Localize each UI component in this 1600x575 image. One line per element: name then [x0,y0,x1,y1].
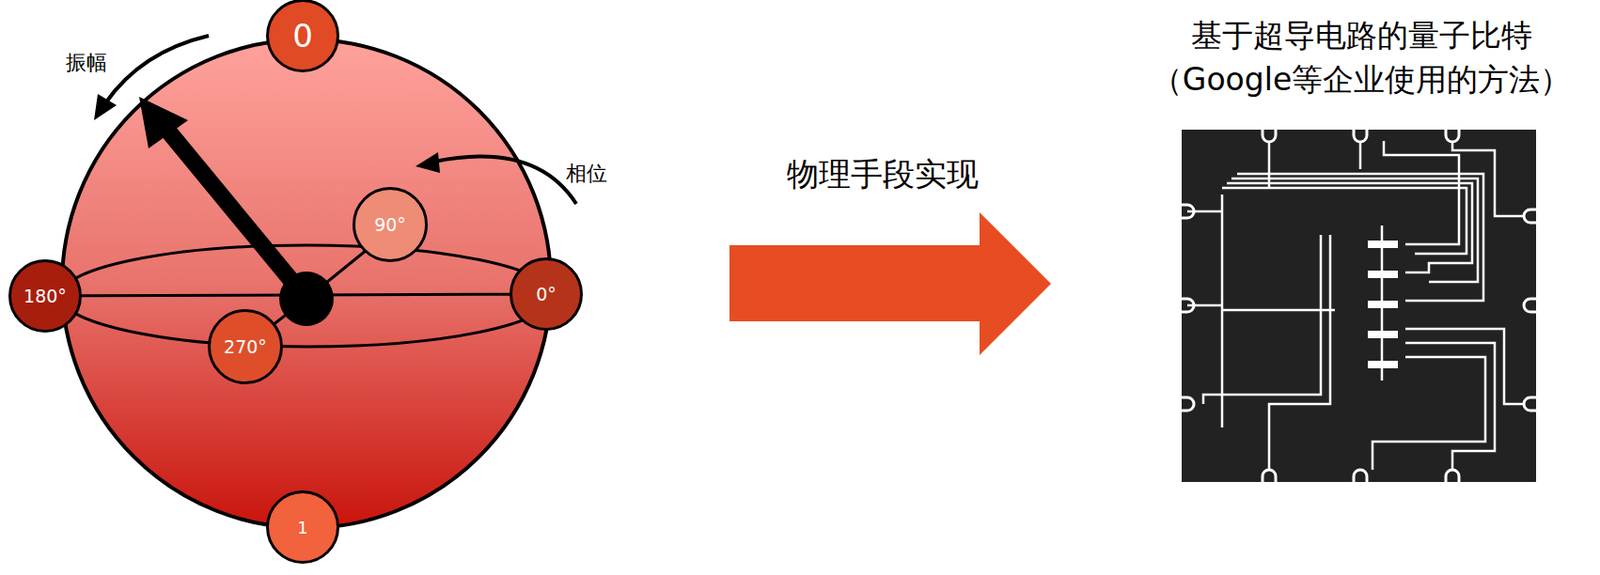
text-label: 物理手段实现 [786,153,979,197]
chip [1181,129,1537,483]
amplitude-arrow-head [94,94,117,121]
amplitude-arrow [105,35,209,104]
node-label: 0 [292,16,314,55]
text-label: 基于超导电路的量子比特 [1191,15,1533,58]
state-circle: 0 [266,0,340,73]
center-dot [279,271,334,327]
phase-arrow [434,156,577,204]
phase-arrow-head [415,152,440,173]
node-label: 270° [223,336,267,358]
sphere-outline [62,39,551,529]
state-circle: 270° [207,309,283,385]
node-label: 90° [374,214,407,236]
text-label: 振幅 [65,48,108,78]
state-circle: 1 [266,490,340,565]
state-vector-head [139,96,189,149]
node-label: 180° [23,285,67,307]
text-label: （Google等企业使用的方法） [1151,59,1571,102]
state-circle: 180° [8,259,82,333]
state-vector [161,123,307,299]
state-circle: 90° [352,187,428,263]
node-label: 1 [297,517,308,538]
node-label: 0° [535,283,557,305]
equator [60,245,553,347]
state-circle: 0° [509,257,583,331]
text-label: 相位 [565,159,608,189]
big-arrow [729,212,1051,356]
